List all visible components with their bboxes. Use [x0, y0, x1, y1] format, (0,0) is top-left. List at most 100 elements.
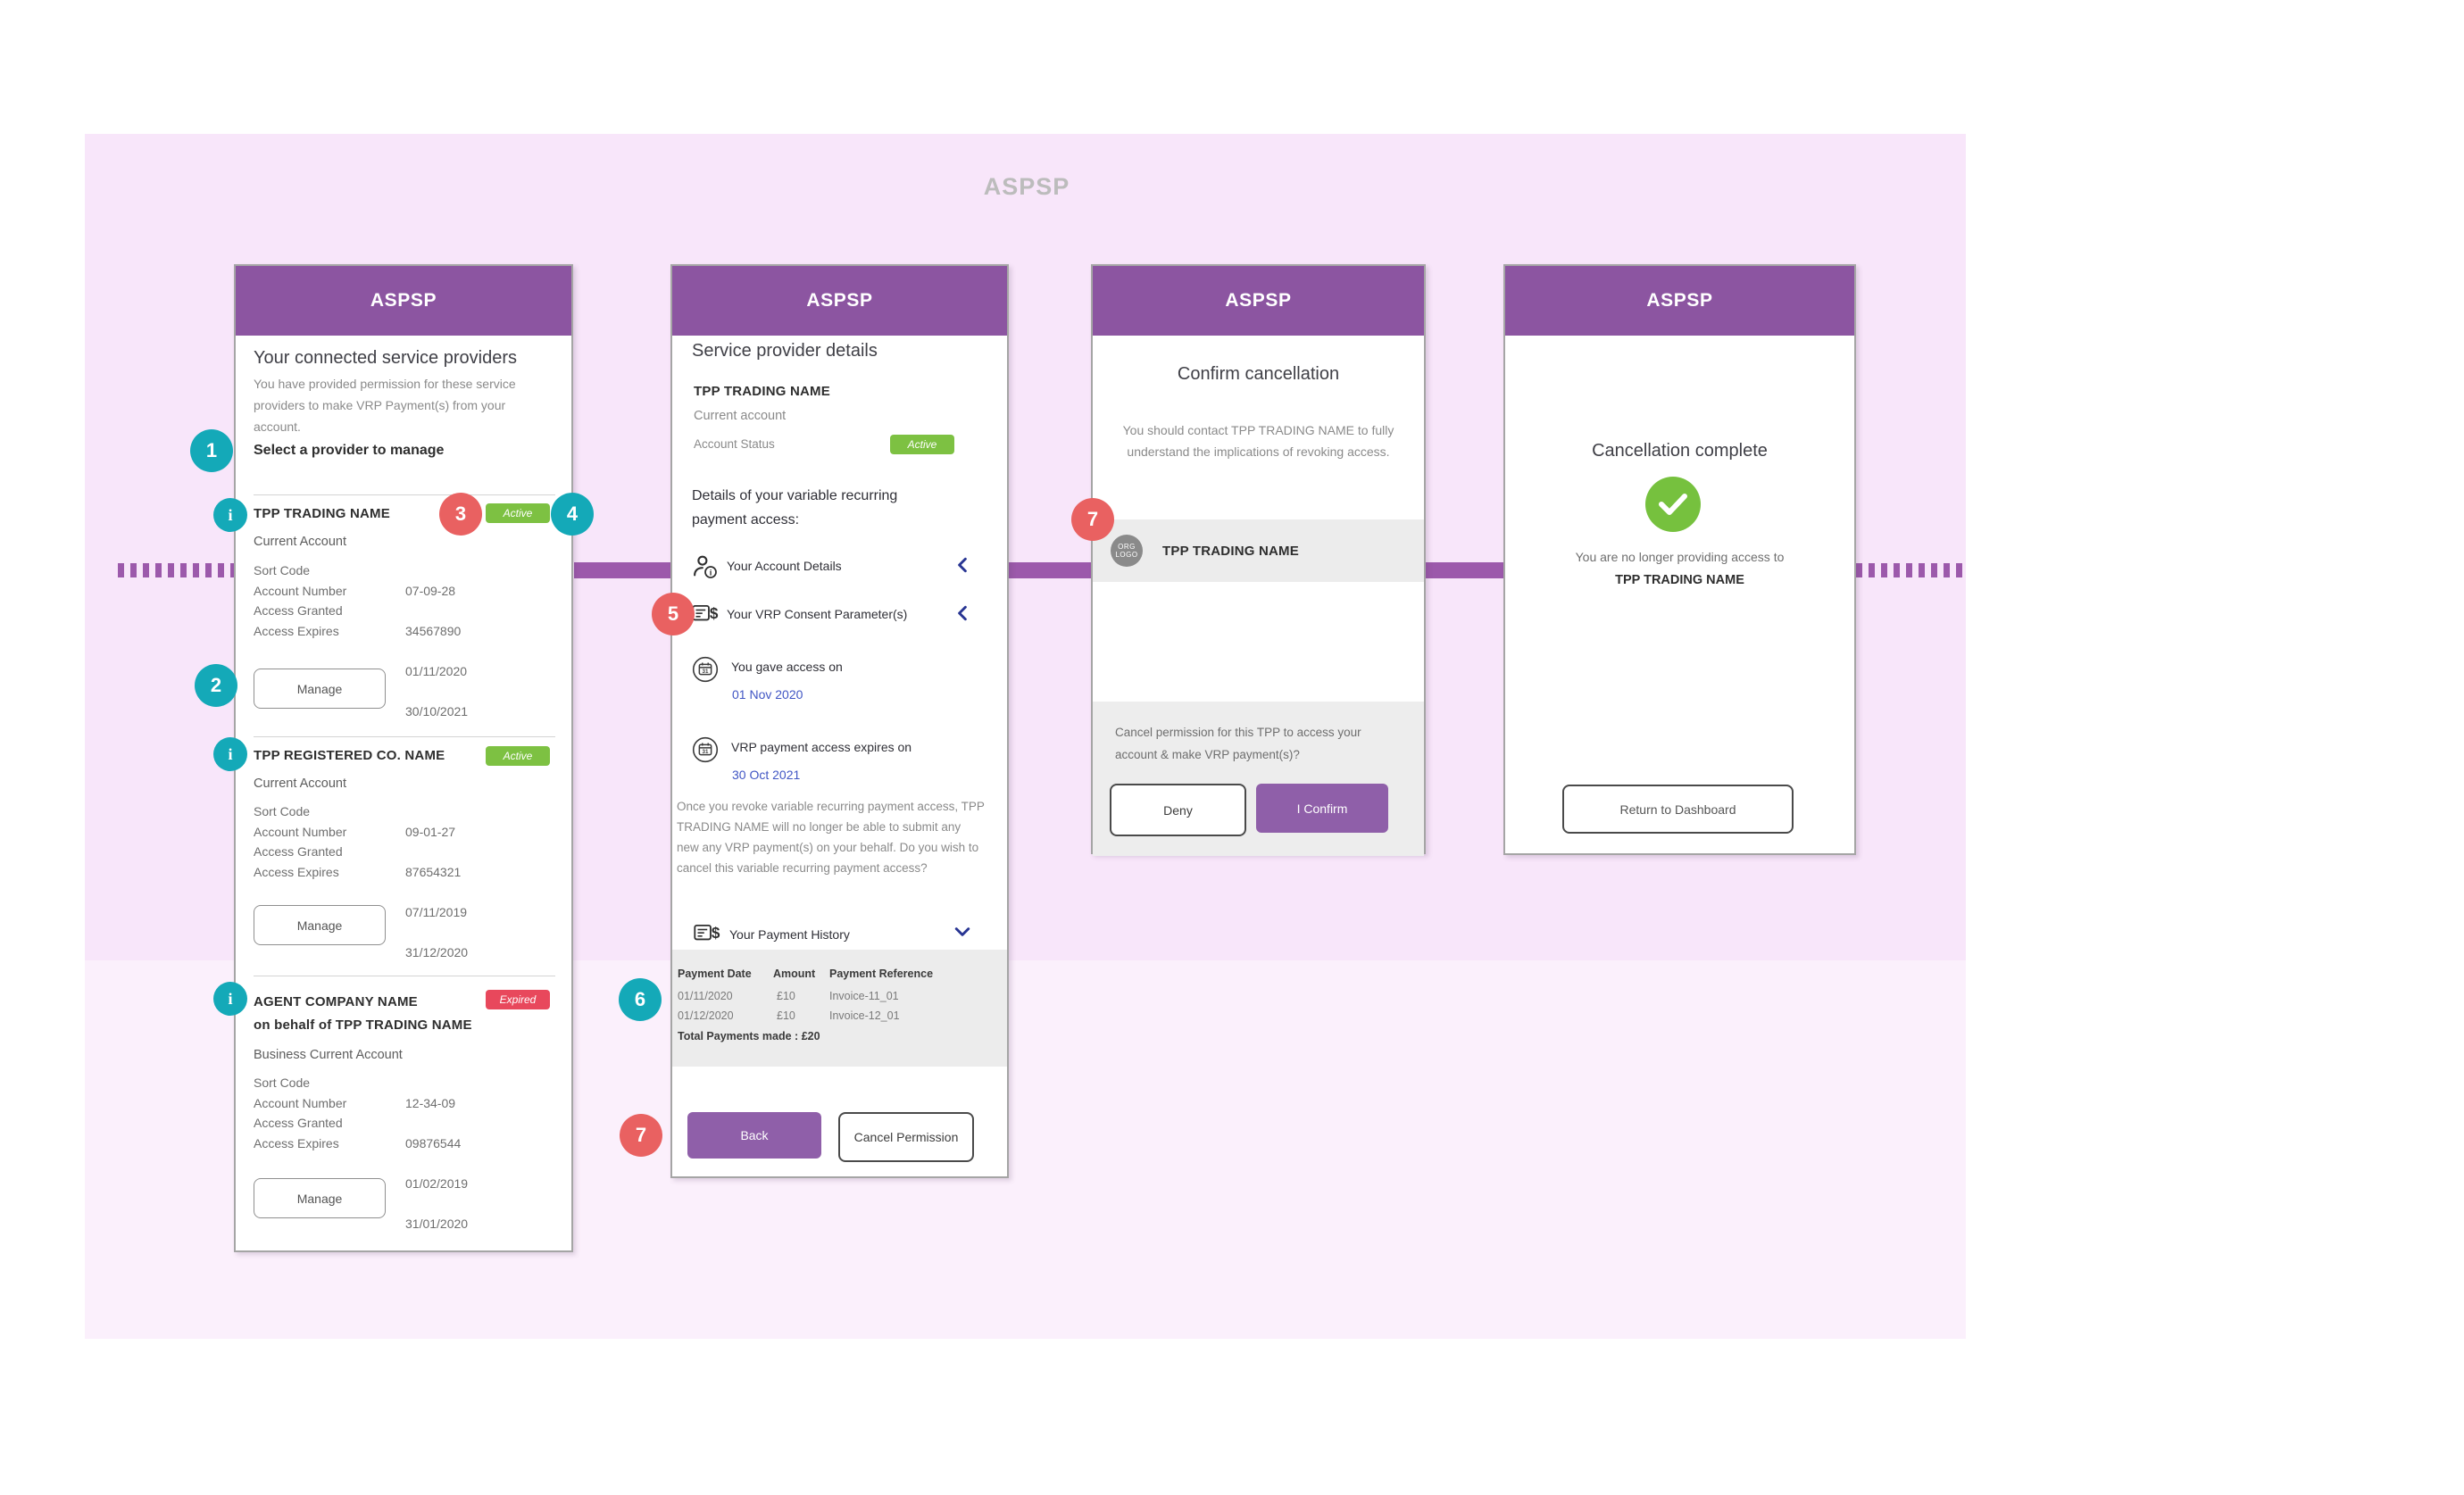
row2-amount: £10 [777, 1009, 795, 1022]
screen2-tpp-name: TPP TRADING NAME [694, 384, 830, 399]
provider2-account-type: Current Account [254, 777, 346, 791]
svg-text:$: $ [712, 924, 720, 942]
screen-provider-details: ASPSP Service provider details TPP TRADI… [670, 264, 1009, 1178]
total-payments: Total Payments made : £20 [678, 1030, 820, 1042]
screen2-account-type: Current account [694, 409, 787, 423]
label-account-number: Account Number [254, 824, 347, 839]
screen1-title: Your connected service providers [254, 348, 517, 368]
access-expires-date: 30 Oct 2021 [732, 768, 801, 782]
value-account-number: 09876544 [405, 1135, 462, 1150]
label-access-expires: Access Expires [254, 1135, 339, 1150]
label-access-granted: Access Granted [254, 1116, 343, 1130]
screen3-body: You should contact TPP TRADING NAME to f… [1122, 423, 1394, 459]
screen1-header: ASPSP [236, 266, 571, 336]
value-sort-code: 12-34-09 [405, 1095, 456, 1110]
value-access-granted: 01/02/2019 [405, 1175, 469, 1191]
value-access-expires: 30/10/2021 [405, 703, 469, 718]
org-logo-text: ORG [1118, 543, 1136, 551]
provider2-detail-values: 09-01-27 87654321 07/11/2019 31/12/2020 [405, 801, 468, 962]
row1-date: 01/11/2020 [678, 990, 733, 1002]
screen-cancellation-complete: ASPSP Cancellation complete You are no l… [1503, 264, 1856, 855]
provider3-name-line2: on behalf of TPP TRADING NAME [254, 1017, 472, 1033]
annotation-badge-5: 5 [652, 593, 695, 635]
value-access-expires: 31/12/2020 [405, 944, 469, 959]
screen3-header-title: ASPSP [1225, 290, 1292, 311]
watermark-title: ASPSP [983, 173, 1070, 200]
cancel-permission-button[interactable]: Cancel Permission [838, 1112, 974, 1162]
org-logo-text2: LOGO [1115, 551, 1138, 559]
back-button[interactable]: Back [687, 1112, 821, 1159]
payment-history-label: Your Payment History [729, 927, 850, 942]
value-access-granted: 07/11/2019 [405, 904, 468, 919]
label-access-granted: Access Granted [254, 603, 343, 618]
provider1-manage-button[interactable]: Manage [254, 669, 386, 709]
provider2-name: TPP REGISTERED CO. NAME [254, 748, 445, 763]
annotation-badge-7: 7 [620, 1114, 662, 1157]
connector-dashed-right [1856, 563, 1966, 577]
vrp-consent-row[interactable]: $ Your VRP Consent Parameter(s) [672, 598, 1011, 634]
col-payment-reference: Payment Reference [829, 968, 934, 980]
revoke-warning-text: Once you revoke variable recurring payme… [677, 800, 985, 875]
provider1-account-type: Current Account [254, 535, 346, 549]
screen4-header-title: ASPSP [1646, 290, 1713, 311]
success-check-icon [1645, 477, 1701, 532]
screen4-tpp-name: TPP TRADING NAME [1615, 573, 1744, 587]
divider [254, 494, 555, 495]
payment-history-row[interactable]: $ Your Payment History [672, 919, 1011, 951]
screen-connected-providers: ASPSP Your connected service providers Y… [234, 264, 573, 1252]
annotation-badge-3: 3 [439, 493, 482, 536]
account-status-label: Account Status [694, 437, 775, 451]
row2-reference: Invoice-12_01 [829, 1009, 900, 1022]
svg-text:31: 31 [703, 669, 709, 675]
calendar-icon: 31 [692, 736, 719, 768]
confirm-button[interactable]: I Confirm [1256, 784, 1388, 833]
screen4-title: Cancellation complete [1592, 441, 1768, 461]
confirm-footer: Cancel permission for this TPP to access… [1093, 702, 1424, 856]
provider2-manage-button[interactable]: Manage [254, 905, 386, 945]
annotation-badge-4: 4 [551, 493, 594, 536]
return-dashboard-button[interactable]: Return to Dashboard [1562, 785, 1794, 834]
info-badge-provider1: i [213, 498, 247, 532]
provider3-detail-values: 12-34-09 09876544 01/02/2019 31/01/2020 [405, 1073, 468, 1233]
value-sort-code: 09-01-27 [405, 824, 456, 839]
value-access-expires: 31/01/2020 [405, 1216, 469, 1231]
provider1-name: TPP TRADING NAME [254, 506, 390, 521]
provider3-manage-button[interactable]: Manage [254, 1178, 386, 1218]
payment-history-icon: $ [694, 923, 720, 949]
annotation-badge-1: 1 [190, 429, 233, 472]
label-sort-code: Sort Code [254, 804, 311, 818]
account-details-icon: i [692, 553, 719, 585]
cancel-question: Cancel permission for this TPP to access… [1115, 726, 1361, 761]
svg-text:$: $ [710, 604, 719, 622]
divider [254, 736, 555, 737]
connector-bar-3 [1426, 562, 1503, 578]
value-access-granted: 01/11/2020 [405, 663, 468, 678]
select-provider-label: Select a provider to manage [254, 443, 445, 458]
connector-bar-2 [1009, 562, 1091, 578]
label-account-number: Account Number [254, 583, 347, 598]
screen4-header: ASPSP [1505, 266, 1854, 336]
screen1-intro: You have provided permission for these s… [254, 377, 516, 434]
svg-text:i: i [710, 569, 712, 577]
account-status-badge: Active [890, 435, 954, 454]
value-account-number: 34567890 [405, 623, 462, 638]
provider3-account-type: Business Current Account [254, 1048, 403, 1062]
info-badge-provider3: i [213, 982, 247, 1016]
account-details-row[interactable]: i Your Account Details [672, 550, 1011, 586]
chevron-left-icon [956, 605, 969, 621]
account-details-label: Your Account Details [727, 559, 842, 573]
annotation-badge-6: 6 [619, 978, 662, 1021]
connector-dashed-left [118, 563, 234, 577]
deny-button[interactable]: Deny [1110, 784, 1246, 836]
gave-access-date: 01 Nov 2020 [732, 687, 803, 702]
connector-bar-1 [574, 562, 670, 578]
screen3-title: Confirm cancellation [1177, 364, 1340, 384]
vrp-details-heading: Details of your variable recurring payme… [692, 488, 898, 527]
screen2-header-title: ASPSP [806, 290, 873, 311]
provider2-status-badge: Active [486, 746, 550, 766]
vrp-consent-label: Your VRP Consent Parameter(s) [727, 607, 908, 621]
screen3-tpp-name: TPP TRADING NAME [1162, 544, 1299, 559]
value-account-number: 87654321 [405, 864, 462, 879]
annotation-badge-7b: 7 [1071, 498, 1114, 541]
